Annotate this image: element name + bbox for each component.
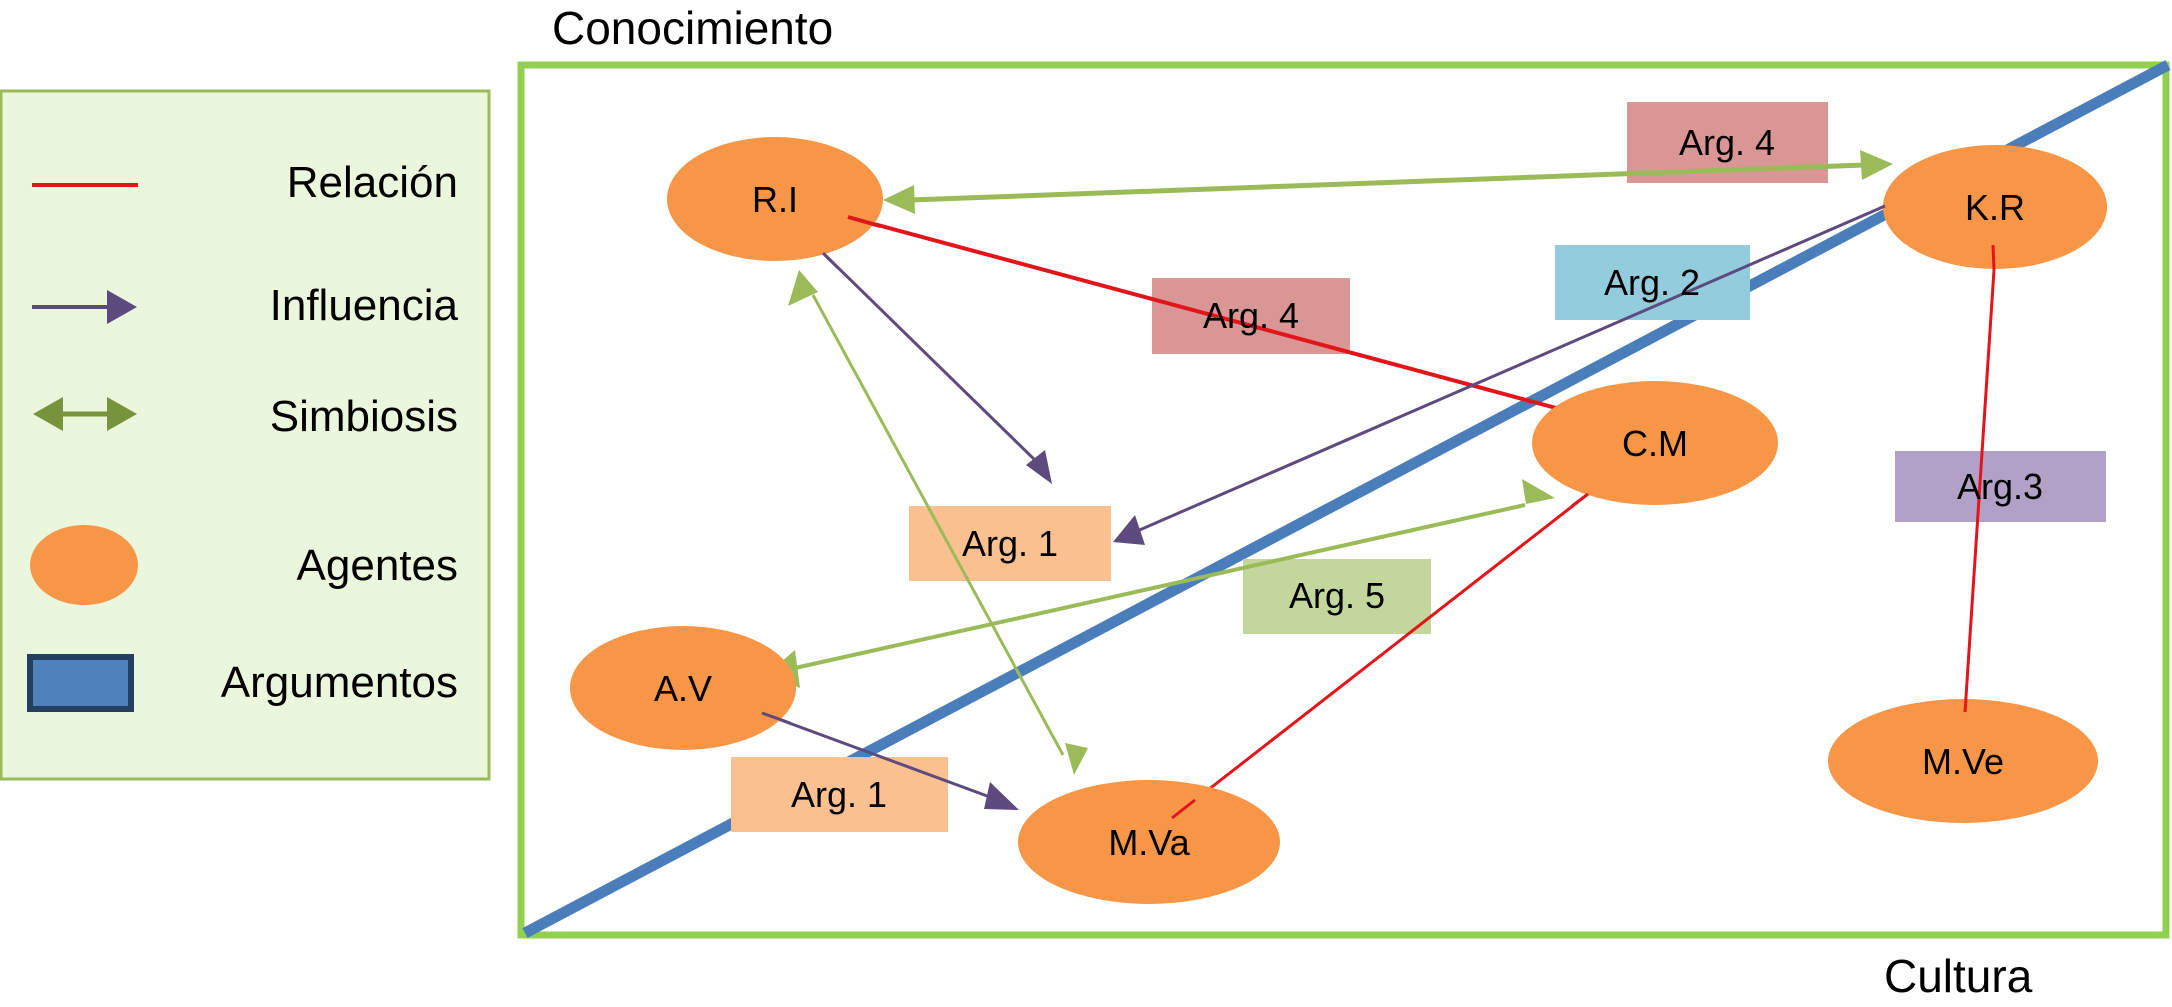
simbiosis-connection-ri-kr [883, 150, 1893, 214]
argument-box-arg4-mid[interactable] [1152, 278, 1350, 354]
arrowhead-icon [1113, 515, 1145, 545]
axis-label-conocimiento: Conocimiento [552, 2, 833, 54]
relacion-overlay-mve [1963, 698, 1968, 713]
arrowhead-icon [1026, 450, 1052, 484]
argument-label: Arg. 4 [1679, 122, 1775, 163]
influencia-overlay-kr [1879, 204, 1886, 210]
argument-label: Arg. 5 [1289, 575, 1385, 616]
legend-label-simbiosis: Simbiosis [270, 392, 458, 441]
agent-label: K.R [1965, 187, 2025, 228]
agent-mve[interactable]: M.Ve [1828, 699, 2098, 823]
agent-cm[interactable]: C.M [1532, 381, 1778, 505]
argument-box-arg1-upper[interactable] [909, 506, 1111, 581]
influencia-connection-kr-arg1 [1113, 204, 1886, 545]
arrowhead-icon [1522, 479, 1555, 504]
agent-ri[interactable]: R.I [667, 137, 883, 261]
argument-label: Arg. 4 [1203, 295, 1299, 336]
axis-label-cultura: Cultura [1884, 950, 2033, 1002]
agent-label: R.I [752, 179, 798, 220]
relacion-connection-cm-mva [1171, 492, 1589, 820]
relacion-overlay-cm [1571, 492, 1589, 508]
argument-label: Arg. 1 [962, 523, 1058, 564]
arrowhead-icon [1065, 743, 1088, 775]
orange-ellipse-icon [30, 525, 138, 605]
blue-rectangle-icon [27, 654, 134, 712]
argument-label: Arg.3 [1957, 466, 2043, 507]
connections [761, 150, 1996, 820]
agent-av[interactable]: A.V [570, 626, 796, 750]
argument-box-arg5[interactable] [1243, 559, 1431, 634]
argument-label: Arg. 2 [1604, 262, 1700, 303]
legend-label-argumentos: Argumentos [221, 658, 458, 707]
influencia-connection-ri-arg1 [821, 251, 1052, 484]
agent-kr[interactable]: K.R [1883, 145, 2107, 269]
relacion-connection-ri-cm [847, 215, 1557, 410]
agent-label: A.V [654, 668, 712, 709]
arrowhead-icon [984, 782, 1019, 810]
purple-arrow-icon [32, 290, 137, 324]
legend: Relación Influencia Simbiosis Agentes Ar… [0, 89, 491, 781]
arrowhead-icon [1860, 150, 1893, 180]
legend-label-relacion: Relación [287, 158, 458, 207]
influencia-overlay-av [761, 711, 791, 725]
green-double-arrow-icon [33, 397, 137, 431]
agent-label: M.Ve [1922, 741, 2004, 782]
legend-label-agentes: Agentes [297, 541, 458, 590]
relacion-overlay-kr [1991, 244, 1996, 271]
agent-mva[interactable]: M.Va [1018, 780, 1280, 904]
arrowhead-icon [788, 270, 818, 306]
relacion-overlay-ri [847, 215, 881, 228]
argument-box-arg3[interactable] [1895, 451, 2106, 522]
argument-labels: Arg. 4 Arg. 2 Arg. 4 Arg.3 Arg. 1 Arg. 5… [791, 122, 2043, 815]
influencia-connection-av-mva [761, 711, 1019, 810]
argument-label: Arg. 1 [791, 774, 887, 815]
relacion-connection-kr-mve [1963, 269, 1996, 713]
arrowhead-icon [883, 185, 915, 214]
legend-label-influencia: Influencia [270, 281, 459, 330]
relacion-overlay-mva [1171, 798, 1196, 820]
simbiosis-connection-ri-mva [788, 270, 1088, 775]
agent-label: C.M [1622, 423, 1688, 464]
influencia-overlay-ri [821, 251, 840, 270]
agent-label: M.Va [1108, 822, 1190, 863]
